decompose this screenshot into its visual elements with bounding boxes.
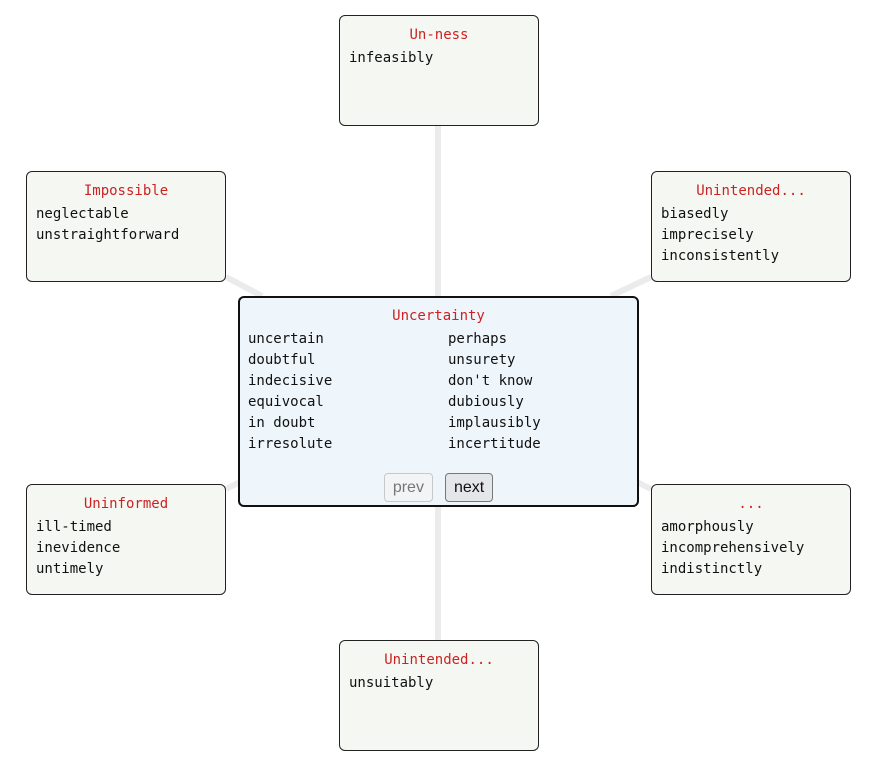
word-item: unsurety xyxy=(448,352,516,368)
connector-upper-right xyxy=(609,274,653,299)
node-lower-right[interactable]: ... amorphously incomprehensively indist… xyxy=(651,484,851,595)
word-item: incomprehensively xyxy=(661,540,805,556)
word-item: amorphously xyxy=(661,519,754,535)
word-item: neglectable xyxy=(36,206,129,222)
next-button[interactable]: next xyxy=(444,473,494,502)
node-top[interactable]: Un-ness infeasibly xyxy=(339,15,539,126)
word-list: amorphously incomprehensively indistinct… xyxy=(661,517,841,580)
node-bottom[interactable]: Unintended... unsuitably xyxy=(339,640,539,751)
node-title: Unintended... xyxy=(384,652,494,668)
word-item: biasedly xyxy=(661,206,729,222)
word-list: ill-timed inevidence untimely xyxy=(36,517,216,580)
word-item: unsuitably xyxy=(349,675,434,691)
word-item: untimely xyxy=(36,561,104,577)
word-item: dubiously xyxy=(448,394,524,410)
word-item: perhaps xyxy=(448,331,508,347)
center-title: Uncertainty xyxy=(392,308,485,324)
connector-lower-right xyxy=(635,479,653,492)
word-list: unsuitably xyxy=(349,673,529,694)
word-item: incertitude xyxy=(448,436,541,452)
node-title: ... xyxy=(738,496,764,512)
center-node: Uncertainty uncertain perhaps doubtful u… xyxy=(238,296,639,507)
word-list: infeasibly xyxy=(349,48,529,69)
word-item: implausibly xyxy=(448,415,541,431)
connector-upper-left xyxy=(224,274,264,299)
connector-lower-left xyxy=(224,479,242,492)
word-item: inevidence xyxy=(36,540,121,556)
center-word-grid: uncertain perhaps doubtful unsurety inde… xyxy=(248,329,629,455)
word-item: infeasibly xyxy=(349,50,434,66)
word-item: indistinctly xyxy=(661,561,763,577)
node-title: Un-ness xyxy=(409,27,469,43)
word-item: ill-timed xyxy=(36,519,112,535)
node-title: Unintended... xyxy=(696,183,806,199)
node-lower-left[interactable]: Uninformed ill-timed inevidence untimely xyxy=(26,484,226,595)
word-item: uncertain xyxy=(248,331,324,347)
node-title: Impossible xyxy=(83,183,169,199)
word-item: imprecisely xyxy=(661,227,754,243)
pager: prev next xyxy=(240,473,637,502)
prev-button[interactable]: prev xyxy=(383,473,433,502)
word-list: biasedly imprecisely inconsistently xyxy=(661,204,841,267)
word-item: indecisive xyxy=(248,373,333,389)
word-item: in doubt xyxy=(248,415,316,431)
node-upper-right[interactable]: Unintended... biasedly imprecisely incon… xyxy=(651,171,851,282)
node-upper-left[interactable]: Impossible neglectable unstraightforward xyxy=(26,171,226,282)
node-title: Uninformed xyxy=(83,496,169,512)
word-list: neglectable unstraightforward xyxy=(36,204,216,246)
word-item: irresolute xyxy=(248,436,333,452)
word-item: equivocal xyxy=(248,394,324,410)
word-item: don't know xyxy=(448,373,533,389)
word-item: unstraightforward xyxy=(36,227,180,243)
word-item: doubtful xyxy=(248,352,316,368)
word-item: inconsistently xyxy=(661,248,780,264)
